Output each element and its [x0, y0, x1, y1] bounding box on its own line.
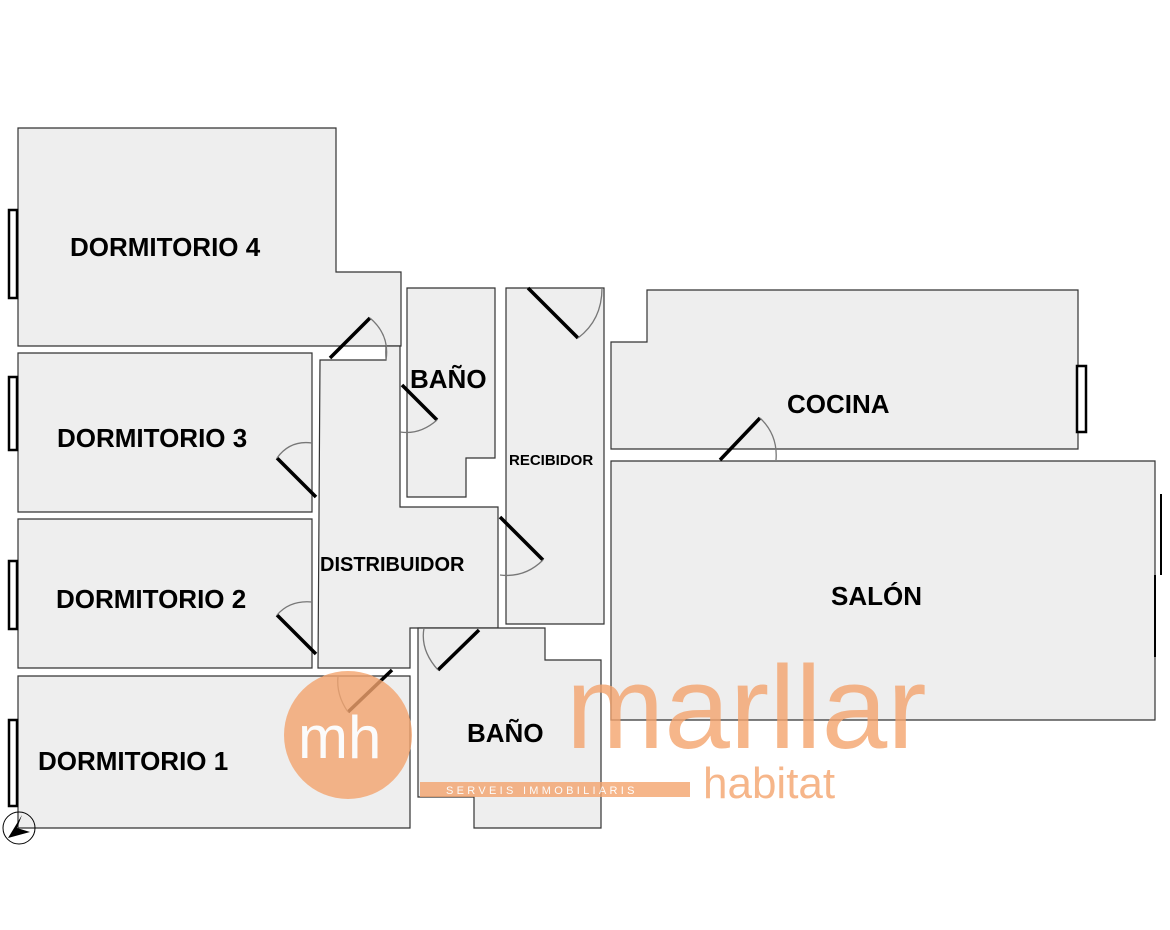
label-dormitorio-1: DORMITORIO 1	[38, 746, 228, 776]
label-salon: SALÓN	[831, 581, 922, 611]
label-cocina: COCINA	[787, 389, 890, 419]
windows	[7, 208, 1162, 808]
watermark: mh marllar SERVEIS IMMOBILIARIS habitat	[284, 642, 927, 808]
watermark-sub: habitat	[703, 759, 835, 808]
room-recibidor	[505, 287, 605, 625]
north-arrow-icon	[2, 811, 36, 845]
room-dormitorio-3	[17, 352, 313, 513]
room-salon	[610, 460, 1156, 721]
watermark-tagline: SERVEIS IMMOBILIARIS	[446, 785, 638, 797]
label-dormitorio-2: DORMITORIO 2	[56, 584, 246, 614]
watermark-monogram: mh	[298, 704, 381, 771]
room-bano-top	[406, 287, 496, 498]
watermark-brand: marllar	[566, 642, 927, 774]
label-dormitorio-4: DORMITORIO 4	[70, 232, 261, 262]
label-recibidor: RECIBIDOR	[509, 452, 593, 469]
room-dormitorio-4	[17, 127, 402, 347]
label-bano-top: BAÑO	[410, 364, 487, 394]
label-distribuidor: DISTRIBUIDOR	[320, 554, 465, 576]
label-dormitorio-3: DORMITORIO 3	[57, 423, 247, 453]
room-cocina	[610, 289, 1079, 450]
label-bano-bottom: BAÑO	[467, 718, 544, 748]
